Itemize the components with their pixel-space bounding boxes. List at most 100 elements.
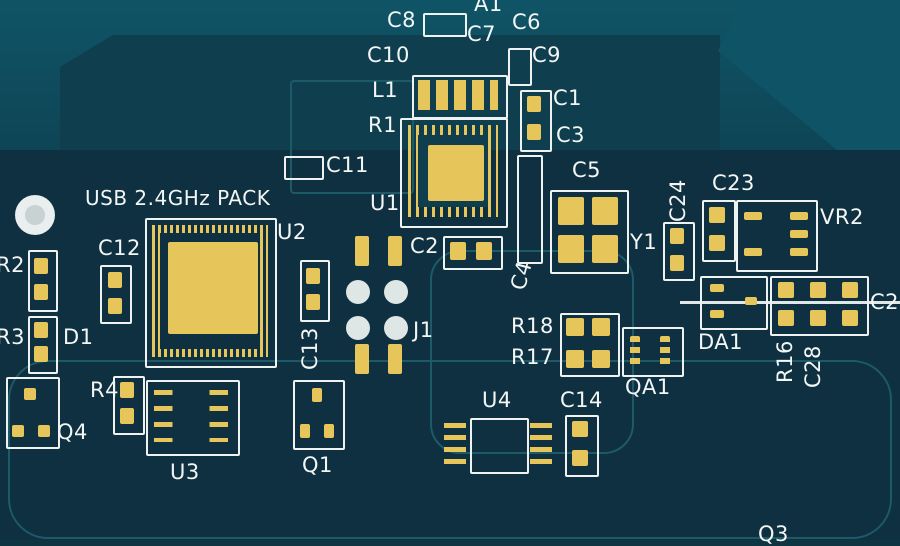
pad [108,272,122,288]
pad [34,346,48,362]
pad [670,228,684,244]
pad [527,124,541,140]
pad [566,350,584,368]
pad [744,248,762,256]
j1-pad [355,236,369,266]
pad [790,212,808,220]
label-r1: R1 [368,113,397,137]
label-r4: R4 [90,378,119,402]
da1-outline [700,276,768,330]
label-j1: J1 [413,318,434,342]
pad [592,235,618,263]
label-u4: U4 [482,388,512,412]
label-c9: C9 [532,43,562,67]
c13-outline [300,260,330,322]
label-c28: C28 [801,345,825,388]
pad [709,235,725,251]
pad [34,258,48,274]
j1-pad [355,344,369,374]
j1-via [346,280,370,304]
mounting-hole-center [25,205,45,225]
u4-outline [470,418,529,474]
label-c13: C13 [298,327,322,370]
pad [630,336,640,366]
label-c3: C3 [556,123,586,147]
label-c2-right: C2 [870,290,900,314]
label-a1: A1 [474,0,503,16]
pad [592,350,610,368]
l1-r1-array [412,75,508,119]
pad [790,248,808,256]
pad [572,421,588,437]
pad [120,408,134,424]
label-c11: C11 [326,153,369,177]
r3-outline [28,316,58,374]
pad [778,282,794,298]
pad [709,207,725,223]
label-qa1: QA1 [625,375,671,399]
pad [306,268,320,284]
label-q1: Q1 [302,453,333,477]
pad [778,310,794,326]
c9-outline [508,48,532,86]
label-y1: Y1 [630,230,658,254]
pad [566,318,584,336]
label-c23: C23 [712,171,755,195]
label-r16: R16 [773,340,797,383]
vr2-outline [736,200,818,272]
label-c5: C5 [572,158,602,182]
label-c24: C24 [666,179,690,222]
board-title: USB 2.4GHz PACK [85,186,271,210]
label-c7: C7 [467,22,497,46]
trace [8,360,892,539]
pad [660,336,670,366]
label-c10: C10 [367,43,410,67]
c11-outline [284,156,324,180]
label-c6: C6 [512,10,542,34]
u4-pins-right [530,423,552,467]
pad [558,197,584,225]
label-r2: R2 [0,253,25,277]
j1-pad [388,236,402,266]
c1-outline [520,90,552,152]
u1-outline [400,118,508,228]
j1-via [384,280,408,304]
c14-outline [565,415,599,477]
label-r17: R17 [511,345,554,369]
pad [842,310,858,326]
pad [108,298,122,314]
pad [790,230,808,238]
c23-outline [702,200,736,262]
j1-pad [388,344,402,374]
pad [34,284,48,300]
trace [680,301,900,304]
label-vr2: VR2 [820,205,864,229]
pad [527,96,541,112]
c24-outline [663,222,695,281]
u3-outline [146,380,240,456]
pad [842,282,858,298]
label-c2: C2 [410,234,440,258]
pad [558,235,584,263]
j1-via [384,316,408,340]
u2-outline [145,218,277,368]
pad [324,424,334,438]
pad [592,318,610,336]
l1-pads [418,80,498,110]
label-c12: C12 [98,236,141,260]
pad [710,284,724,292]
pad [810,310,826,326]
label-c14: C14 [560,388,603,412]
pad [744,212,762,220]
u2-thermal-pad [168,242,258,334]
c8-outline [423,13,467,37]
c12-outline [100,265,132,324]
r4-outline [113,376,145,435]
u1-thermal-pad [428,145,484,201]
label-q3: Q3 [758,522,789,546]
label-d1: D1 [63,325,94,349]
label-q4: Q4 [57,420,88,444]
y1-outline [550,190,629,274]
c2-outline [443,236,503,270]
label-da1: DA1 [698,330,744,354]
